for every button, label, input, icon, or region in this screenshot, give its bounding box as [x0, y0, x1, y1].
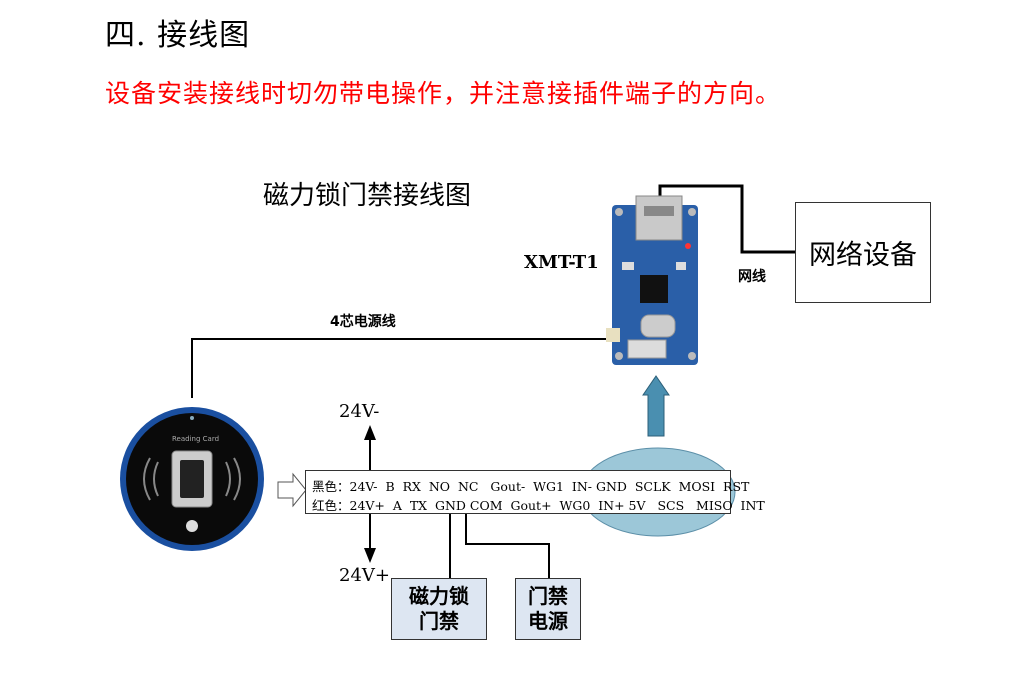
voltage-negative-label: 24V-: [339, 401, 380, 422]
magnetic-lock-box: 磁力锁 门禁: [391, 578, 487, 640]
power-box-line1: 门禁: [528, 584, 568, 608]
voltage-positive-label: 24V+: [339, 565, 390, 586]
fingerprint-reader: [120, 407, 264, 551]
lock-box-line2: 门禁: [419, 609, 459, 633]
terminal-row-red: 红色：24V+ A TX GND COM Gout+ WG0 IN+ 5V SC…: [312, 498, 765, 513]
network-device-box: 网络设备: [795, 202, 931, 303]
lock-box-line1: 磁力锁: [409, 584, 469, 608]
up-arrow: [642, 375, 670, 437]
terminal-row-black: 黑色：24V- B RX NO NC Gout- WG1 IN- GND SCL…: [312, 479, 750, 494]
power-cable: [191, 338, 616, 398]
network-cable-label: 网线: [738, 269, 766, 285]
power-box-line2: 电源: [528, 609, 568, 633]
model-label: XMT-T1: [524, 252, 599, 273]
power-cable-label: 4芯电源线: [330, 314, 396, 330]
section-title: 四. 接线图: [105, 18, 251, 53]
access-power-box: 门禁 电源: [515, 578, 581, 640]
terminal-block: 黑色：24V- B RX NO NC Gout- WG1 IN- GND SCL…: [305, 470, 765, 514]
warning-text: 设备安装接线时切勿带电操作，并注意接插件端子的方向。: [105, 79, 782, 108]
controller-board: [606, 195, 698, 365]
reader-label: Reading Card: [172, 435, 220, 443]
diagram-title: 磁力锁门禁接线图: [263, 181, 472, 211]
input-arrow: [277, 472, 307, 508]
